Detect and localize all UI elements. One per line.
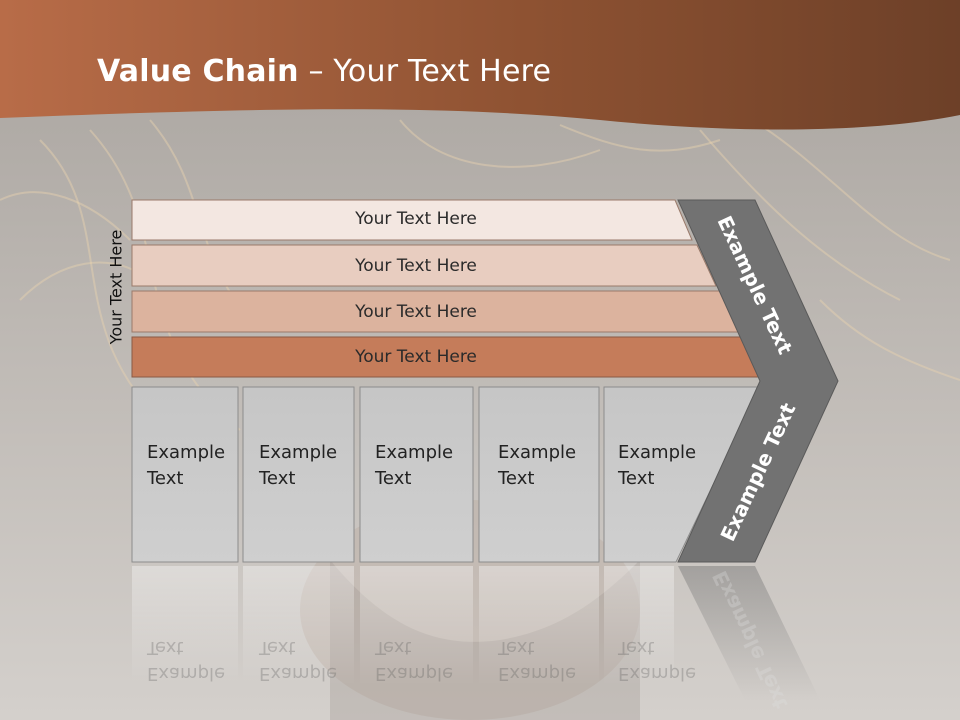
activity-box-1-label: Example Text	[147, 440, 247, 492]
box-label-line1: Example	[259, 442, 338, 463]
reflection-line1: Example	[498, 663, 577, 684]
title-rest: – Your Text Here	[298, 54, 552, 89]
row-label-2: Your Text Here	[355, 256, 477, 276]
activity-box-5-label: Example Text	[618, 440, 718, 492]
reflection-line2: Text	[375, 637, 412, 658]
activity-box-4-label: Example Text	[498, 440, 598, 492]
reflection-line2: Text	[147, 637, 184, 658]
box-label-line1: Example	[147, 442, 226, 463]
title-main: Value Chain	[97, 54, 299, 89]
side-label: Your Text Here	[106, 229, 126, 345]
reflection-line1: Example	[375, 663, 454, 684]
activity-box-5	[603, 386, 761, 563]
activity-box-3-label: Example Text	[375, 440, 475, 492]
row-label-4: Your Text Here	[355, 347, 477, 367]
activity-box-3-reflection: Example Text	[375, 634, 475, 686]
box-label-line1: Example	[618, 442, 697, 463]
box-label-line1: Example	[375, 442, 454, 463]
value-chain-row-2	[131, 244, 717, 287]
box-label-line2: Text	[375, 468, 412, 489]
value-chain-row-1	[131, 199, 693, 241]
activity-box-1	[131, 386, 239, 563]
activity-box-3	[359, 386, 474, 563]
reflection-line1: Example	[147, 663, 226, 684]
activity-box-2	[242, 386, 355, 563]
box-label-line2: Text	[498, 468, 535, 489]
activity-box-2-label: Example Text	[259, 440, 359, 492]
reflection-line2: Text	[498, 637, 535, 658]
reflection-line1: Example	[618, 663, 697, 684]
activity-box-1-reflection: Example Text	[147, 634, 247, 686]
header-band	[0, 0, 960, 130]
box-label-line2: Text	[147, 468, 184, 489]
box-label-line2: Text	[259, 468, 296, 489]
row-label-3: Your Text Here	[355, 302, 477, 322]
reflection	[132, 566, 820, 700]
row-label-1: Your Text Here	[355, 209, 477, 229]
activity-box-4-reflection: Example Text	[498, 634, 598, 686]
slide-title: Value Chain – Your Text Here	[97, 54, 551, 89]
reflection-line1: Example	[259, 663, 338, 684]
box-label-line1: Example	[498, 442, 577, 463]
value-chain-chevron	[677, 199, 839, 563]
reflection-line2: Text	[618, 637, 655, 658]
activity-box-5-reflection: Example Text	[618, 634, 718, 686]
reflection-line2: Text	[259, 637, 296, 658]
activity-box-2-reflection: Example Text	[259, 634, 359, 686]
box-label-line2: Text	[618, 468, 655, 489]
activity-box-4	[478, 386, 600, 563]
